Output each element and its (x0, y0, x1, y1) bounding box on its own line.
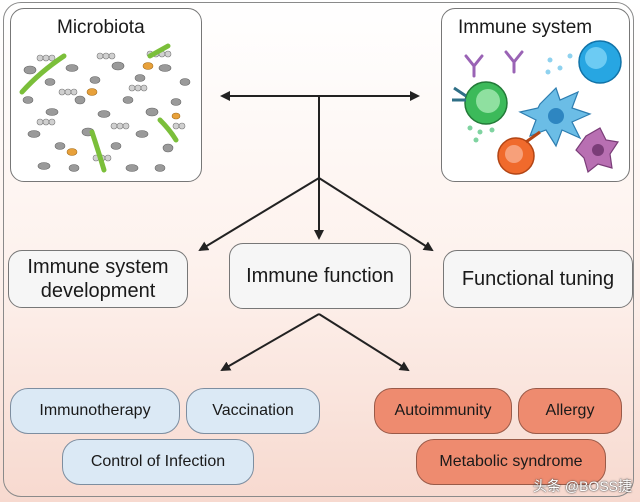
outcome-vaccination: Vaccination (186, 388, 320, 434)
watermark-text: 头条 @BOSS捷 (532, 478, 632, 494)
outcome-autoimmunity: Autoimmunity (374, 388, 512, 434)
box-label: Functional tuning (461, 268, 615, 290)
box-line-2: development (40, 280, 156, 302)
box-label: Immune function (246, 265, 394, 287)
diagram-frame (3, 2, 634, 497)
outcome-control-of-infection: Control of Infection (62, 439, 254, 485)
immune-system-title: Immune system (458, 17, 593, 38)
outcome-metabolic-syndrome: Metabolic syndrome (416, 439, 606, 485)
immune-system-development-box: Immune system development (8, 250, 188, 308)
functional-tuning-box: Functional tuning (443, 250, 633, 308)
outcome-immunotherapy: Immunotherapy (10, 388, 180, 434)
bacteria-cluster-icon (19, 43, 191, 173)
immune-function-box: Immune function (229, 243, 411, 309)
outcome-allergy: Allergy (518, 388, 622, 434)
box-line-1: Immune system (27, 256, 169, 278)
microbiota-panel: Microbiota (10, 8, 202, 182)
microbiota-title: Microbiota (57, 17, 145, 38)
immune-cells-icon (452, 40, 622, 175)
